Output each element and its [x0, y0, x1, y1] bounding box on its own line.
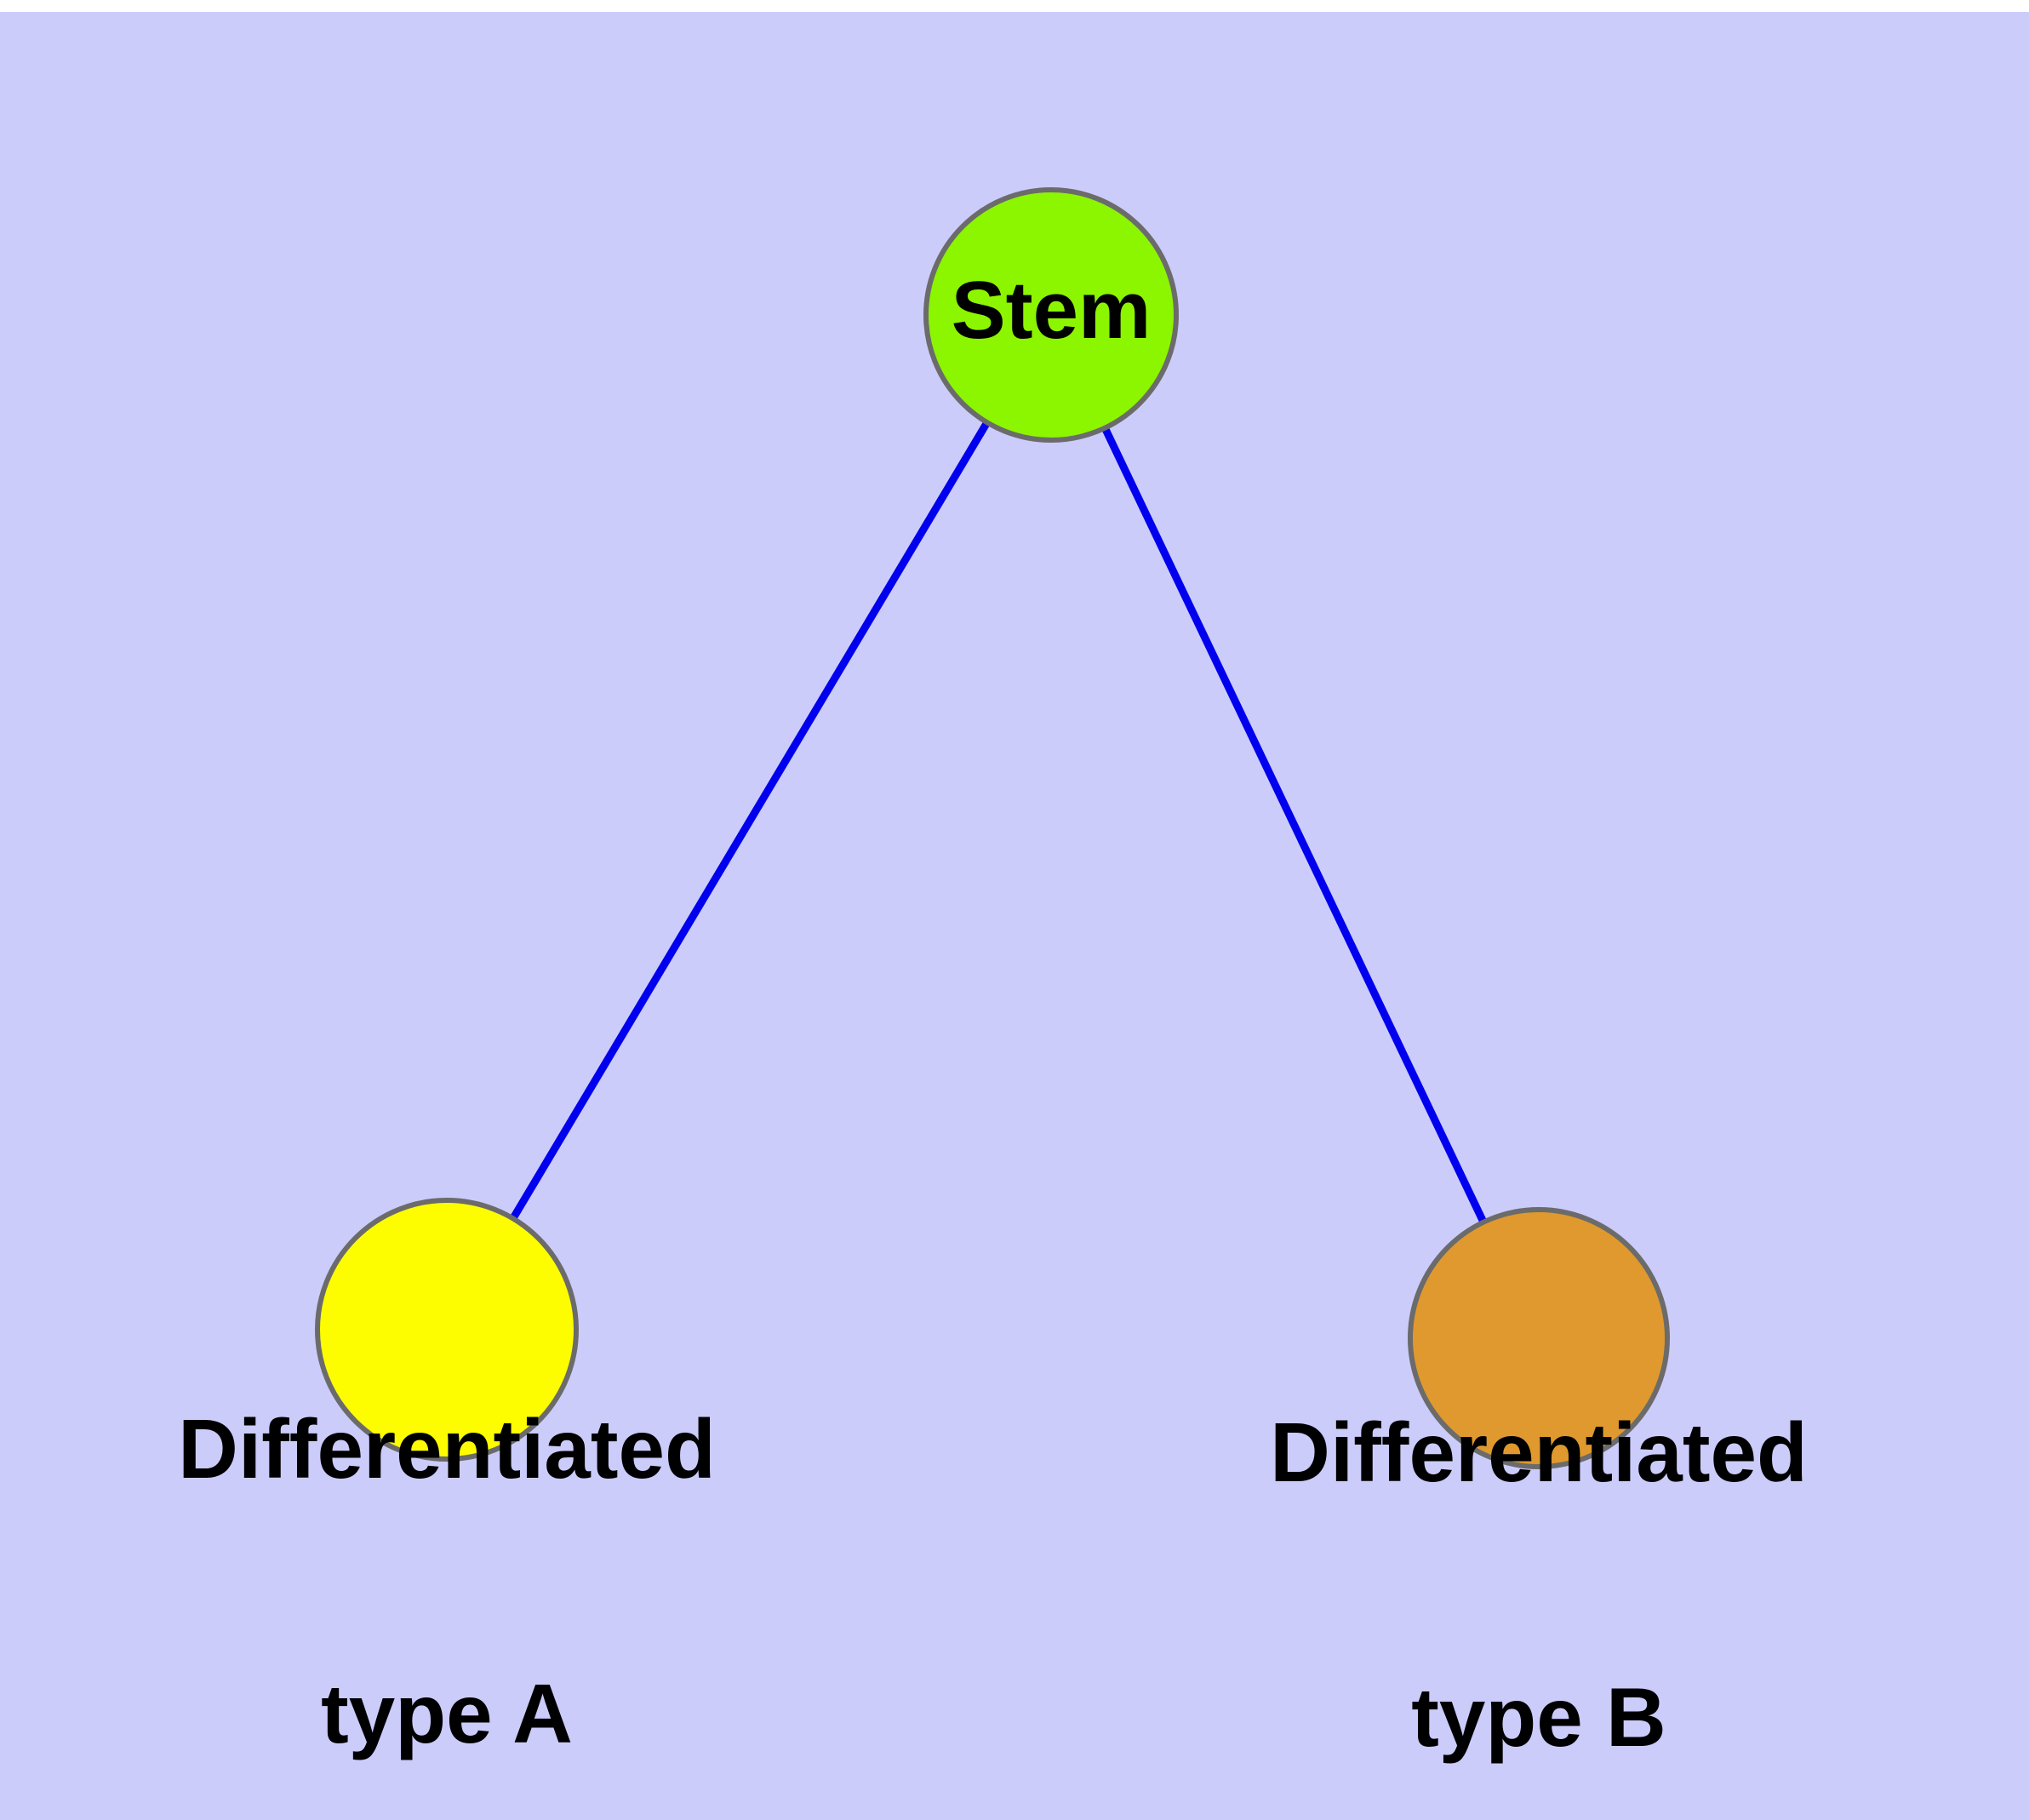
node-stem[interactable]: [923, 187, 1179, 443]
edges-layer: [498, 400, 1497, 1245]
edge-stem-to-differentiated-type-b: [1091, 405, 1497, 1245]
node-differentiated-type-a[interactable]: [315, 1198, 579, 1462]
node-differentiated-type-b[interactable]: [1408, 1207, 1670, 1469]
edge-stem-to-differentiated-type-a: [498, 400, 1003, 1240]
nodes-layer: [315, 187, 1670, 1469]
